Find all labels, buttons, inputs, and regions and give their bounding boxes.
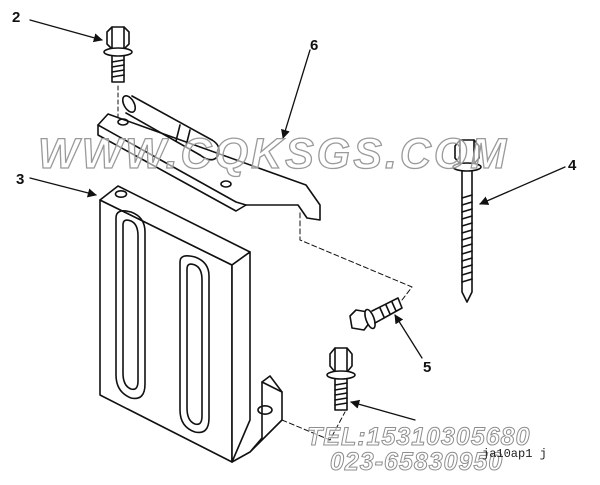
leader-4 <box>479 166 566 205</box>
watermark-phone: 023-65830950 <box>329 448 504 476</box>
figure-code: ja10ap1 j <box>482 447 547 461</box>
leader-2 <box>29 19 103 43</box>
bolt-part-2 <box>103 26 133 119</box>
callout-3: 3 <box>16 171 25 188</box>
side-bolt-part-5 <box>299 211 413 331</box>
leader-3 <box>29 177 97 198</box>
leader-6 <box>281 49 311 139</box>
leader-lower <box>350 399 416 421</box>
support-bracket-part-3 <box>99 185 283 463</box>
long-bolt-part-4 <box>452 139 482 303</box>
callout-5: 5 <box>423 359 432 376</box>
watermark-tel: TEL:15310305680 <box>306 423 531 451</box>
watermark-url: WWW.CQKSGS.COM <box>37 130 510 178</box>
callout-4: 4 <box>568 157 577 174</box>
callout-6: 6 <box>310 37 319 54</box>
lower-bolt <box>281 347 356 441</box>
hinge-plate-part-6 <box>97 95 321 221</box>
leader-lines <box>29 19 566 421</box>
leader-5 <box>394 314 423 359</box>
callout-2: 2 <box>12 9 21 26</box>
